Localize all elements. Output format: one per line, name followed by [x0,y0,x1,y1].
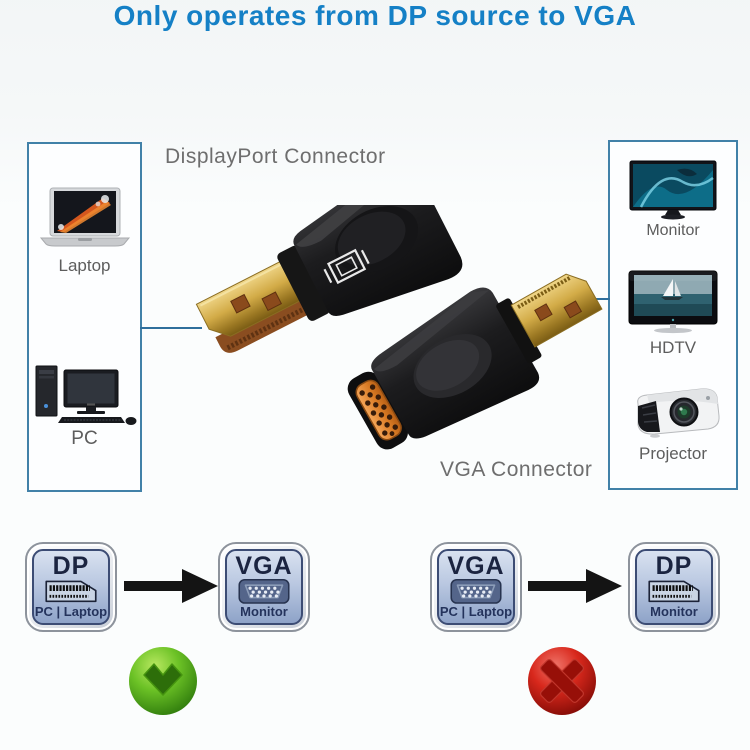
vga-pin-holes [359,384,398,436]
flow1-from-title: DP [52,552,90,580]
flow1-arrow-icon [124,569,218,603]
display-devices-panel: Monitor HDTV Pro [608,140,738,490]
vga-port-icon [450,579,502,604]
monitor-label: Monitor [646,222,700,239]
monitor-image [629,160,717,220]
vga-adapter-photo [347,273,603,450]
flow2-vga-badge: VGA PC | Laptop [430,542,522,632]
flow2-arrow-icon [528,569,622,603]
dp-adapter-photo [195,205,463,353]
adapter-photos [195,205,603,450]
flow1-to-sub: Monitor [240,604,288,619]
projector-label: Projector [638,444,708,463]
flow2-dp-badge: DP Monitor [628,542,720,632]
hdtv-image [628,270,718,334]
flow2-to-sub: Monitor [650,604,698,619]
flow2-from-sub: PC | Laptop [439,604,513,619]
flow1-from-sub: PC | Laptop [34,604,108,619]
laptop-label: Laptop [58,256,111,275]
flow1-to-title: VGA [235,552,293,580]
pc-image [35,365,137,425]
flow2-to-title: DP [655,552,693,580]
flow1-dp-badge: DP PC | Laptop [25,542,117,632]
laptop-image [39,187,131,247]
left-connector-line [140,327,202,329]
hdtv-label: HDTV [649,338,697,357]
pc-label: PC [71,428,98,449]
dp-plug-icon [45,580,97,603]
monitor-print-icon [323,248,370,285]
flow1-vga-badge: VGA Monitor [218,542,310,632]
flow2-from-title: VGA [447,552,505,580]
source-devices-panel: Laptop PC [27,142,142,492]
vga-port-icon [238,579,290,604]
vga-connector-label: VGA Connector [440,458,593,481]
cross-icon [528,647,596,715]
dp-plug-icon [648,580,700,603]
page-title: Only operates from DP source to VGA [113,0,637,31]
projector-image [637,388,720,438]
check-icon [129,647,197,715]
displayport-connector-label: DisplayPort Connector [165,145,386,168]
